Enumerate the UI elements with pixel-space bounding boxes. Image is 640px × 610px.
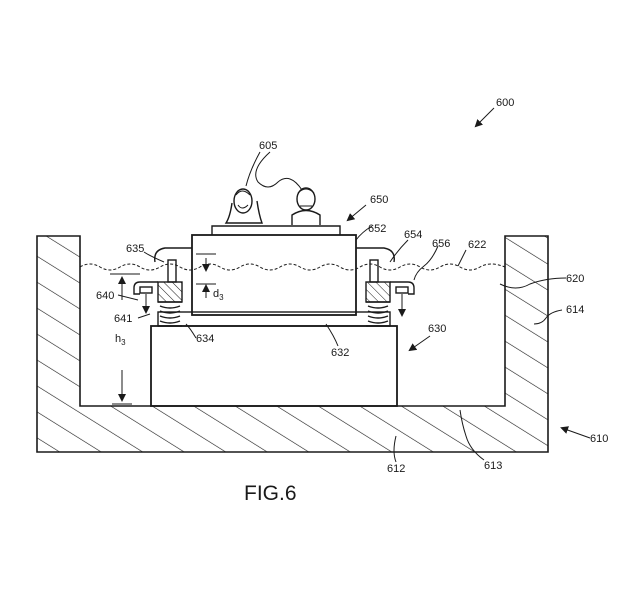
- left-support-assembly: [133, 247, 192, 327]
- label-635: 635: [126, 243, 144, 255]
- label-620: 620: [566, 273, 584, 285]
- label-h3: h3: [115, 333, 126, 347]
- label-652: 652: [368, 223, 386, 235]
- label-d3: d3: [213, 288, 224, 302]
- label-640: 640: [96, 290, 114, 302]
- label-605: 605: [259, 140, 277, 152]
- label-613: 613: [484, 460, 502, 472]
- label-614: 614: [566, 304, 584, 316]
- leader-lines: [117, 107, 591, 463]
- label-630: 630: [428, 323, 446, 335]
- label-612: 612: [387, 463, 405, 475]
- label-634: 634: [196, 333, 214, 345]
- pedestal: [150, 325, 398, 407]
- label-622: 622: [468, 239, 486, 251]
- ride-vehicle: [191, 234, 357, 316]
- dimension-h3: [110, 273, 140, 405]
- dimension-d3: [196, 253, 216, 298]
- label-650: 650: [370, 194, 388, 206]
- figure-caption: FIG.6: [244, 482, 297, 505]
- right-support-assembly: [356, 247, 415, 327]
- label-656: 656: [432, 238, 450, 250]
- basin-wall: [36, 235, 549, 453]
- vehicle-rim: [211, 225, 341, 235]
- rider-left: [224, 188, 264, 224]
- rider-right: [291, 187, 321, 225]
- label-600: 600: [496, 97, 514, 109]
- label-632: 632: [331, 347, 349, 359]
- label-610: 610: [590, 433, 608, 445]
- water-surface: [79, 263, 506, 271]
- label-641: 641: [114, 313, 132, 325]
- label-654: 654: [404, 229, 422, 241]
- platform: [157, 311, 391, 327]
